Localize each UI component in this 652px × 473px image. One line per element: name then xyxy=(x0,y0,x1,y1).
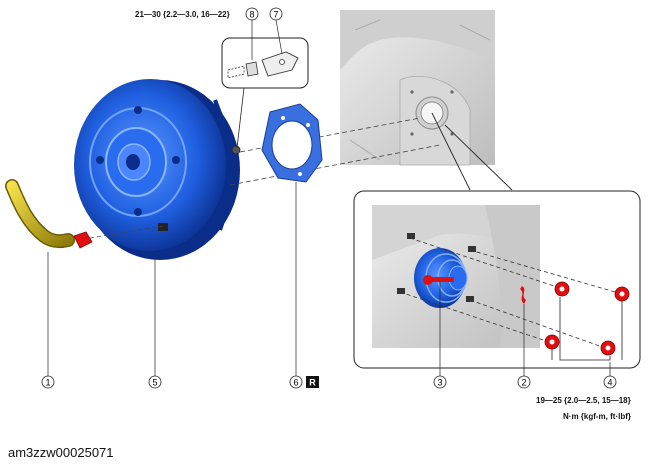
svg-text:8: 8 xyxy=(249,10,254,20)
svg-text:R: R xyxy=(309,378,316,388)
bolt-detail-box xyxy=(221,19,309,149)
callout-1: 1 xyxy=(41,375,55,389)
callout-2: 2 xyxy=(517,375,531,389)
reference-mark: R xyxy=(306,376,319,388)
figure-id: am3zzw00025071 xyxy=(8,445,114,460)
callout-5: 5 xyxy=(148,375,162,389)
brake-booster xyxy=(74,79,241,260)
svg-text:5: 5 xyxy=(152,378,157,388)
gasket xyxy=(261,103,323,183)
svg-text:3: 3 xyxy=(437,378,442,388)
callout-3: 3 xyxy=(433,375,447,389)
svg-text:4: 4 xyxy=(607,378,612,388)
vacuum-hose xyxy=(5,179,93,249)
torque-units: N·m {kgf-m, ft·lbf} xyxy=(563,412,631,421)
callout-8: 8 xyxy=(245,7,259,21)
callout-6: 6 xyxy=(289,375,303,389)
firewall-view xyxy=(340,10,495,166)
svg-text:6: 6 xyxy=(293,378,298,388)
svg-text:1: 1 xyxy=(45,378,50,388)
callout-7: 7 xyxy=(269,7,283,21)
svg-text:2: 2 xyxy=(521,378,526,388)
torque-spec-bottom: 19—25 {2.0—2.5, 15—18} xyxy=(536,396,631,405)
torque-spec-top: 21—30 {2.2—3.0, 16—22} xyxy=(135,10,230,19)
clip-part xyxy=(520,286,526,304)
callout-4: 4 xyxy=(603,375,617,389)
inset-booster xyxy=(397,233,623,350)
nuts-group xyxy=(544,281,630,361)
svg-text:7: 7 xyxy=(273,10,278,20)
